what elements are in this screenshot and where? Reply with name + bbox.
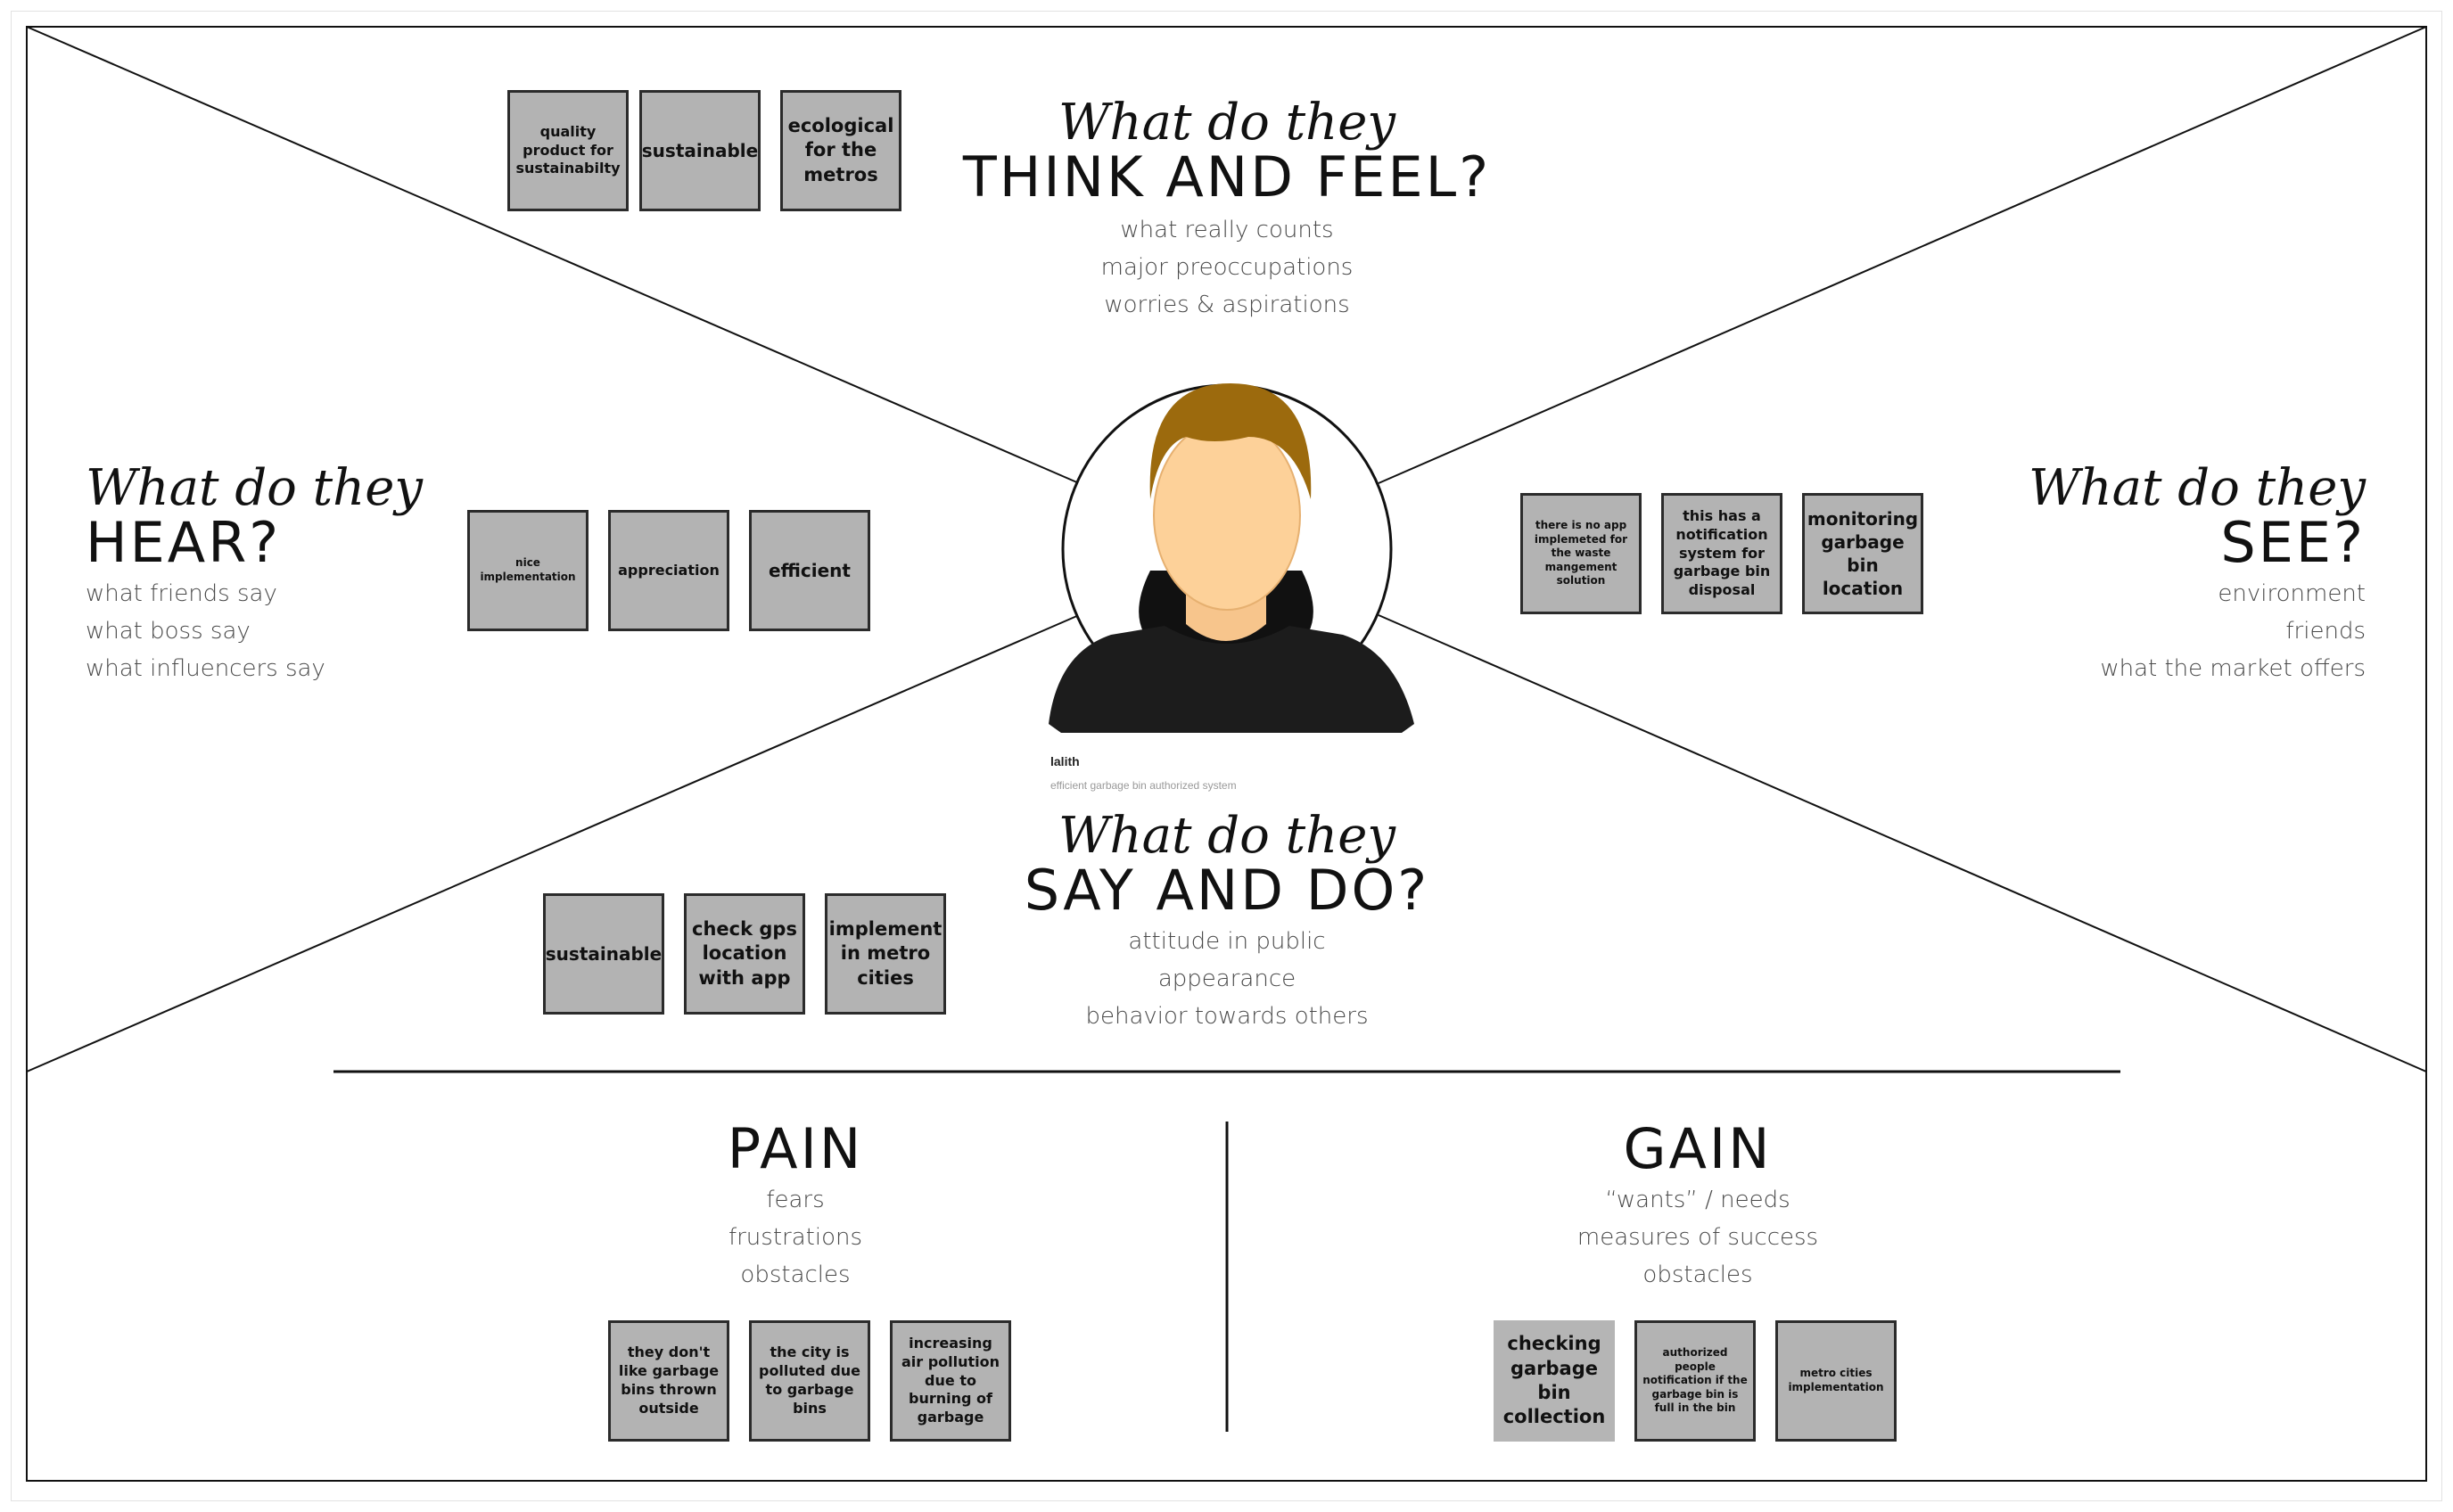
gain-line-3: obstacles bbox=[1642, 1261, 1753, 1289]
see-script: What do they bbox=[2028, 459, 2366, 517]
sticky-note[interactable]: implement in metro cities bbox=[825, 893, 946, 1015]
face-shape bbox=[1153, 420, 1301, 611]
see-section: What do they SEE? environment friends wh… bbox=[2009, 464, 2366, 687]
pain-line-1: fears bbox=[766, 1187, 825, 1214]
persona-name: lalith bbox=[1050, 754, 1080, 768]
sticky-note[interactable]: appreciation bbox=[608, 510, 729, 631]
diagonal-top-right bbox=[1378, 26, 2427, 484]
hear-line-3: what influencers say bbox=[86, 655, 325, 683]
sticky-note[interactable]: quality product for sustainabilty bbox=[507, 90, 629, 211]
shirt-shape bbox=[1049, 626, 1414, 733]
say-do-line-2: appearance bbox=[1157, 966, 1296, 993]
persona-description: efficient garbage bin authorized system bbox=[1050, 779, 1237, 792]
say-do-section: What do they SAY AND DO? attitude in pub… bbox=[959, 811, 1494, 1035]
sticky-note[interactable]: nice implementation bbox=[467, 510, 589, 631]
hear-line-1: what friends say bbox=[86, 580, 277, 608]
diagonal-top-left bbox=[26, 26, 1080, 484]
hair-shape bbox=[1149, 383, 1312, 499]
think-feel-line-3: worries & aspirations bbox=[1104, 292, 1350, 319]
sticky-note[interactable]: monitoring garbage bin location bbox=[1802, 493, 1923, 614]
see-line-1: environment bbox=[2218, 580, 2366, 608]
sticky-note[interactable]: there is no app implemeted for the waste… bbox=[1520, 493, 1642, 614]
sticky-note[interactable]: efficient bbox=[749, 510, 870, 631]
think-feel-line-2: major preoccupations bbox=[1100, 254, 1354, 282]
say-do-script: What do they bbox=[1058, 807, 1396, 865]
sticky-note[interactable]: checking garbage bin collection bbox=[1494, 1320, 1615, 1442]
diagonal-bottom-right bbox=[1378, 614, 2427, 1072]
say-do-line-1: attitude in public bbox=[1128, 928, 1326, 956]
sticky-note[interactable]: sustainable bbox=[639, 90, 761, 211]
gain-line-2: measures of success bbox=[1576, 1224, 1819, 1252]
think-feel-section: What do they THINK AND FEEL? what really… bbox=[959, 98, 1494, 324]
sticky-note[interactable]: increasing air pollution due to burning … bbox=[890, 1320, 1011, 1442]
pain-section: PAIN fears frustrations obstacles bbox=[617, 1120, 974, 1294]
hear-heading: HEAR? bbox=[86, 510, 282, 575]
gain-section: GAIN “wants” / needs measures of success… bbox=[1519, 1120, 1876, 1294]
hear-section: What do they HEAR? what friends say what… bbox=[86, 464, 442, 687]
gain-heading: GAIN bbox=[1623, 1116, 1773, 1181]
see-heading: SEE? bbox=[2220, 510, 2366, 575]
sticky-note[interactable]: metro cities implementation bbox=[1775, 1320, 1897, 1442]
pain-line-2: frustrations bbox=[728, 1224, 863, 1252]
sticky-note[interactable]: the city is polluted due to garbage bins bbox=[749, 1320, 870, 1442]
sticky-note[interactable]: this has a notification system for garba… bbox=[1661, 493, 1782, 614]
diagonal-bottom-left bbox=[26, 614, 1080, 1072]
sticky-note[interactable]: check gps location with app bbox=[684, 893, 805, 1015]
gain-line-1: “wants” / needs bbox=[1605, 1187, 1790, 1214]
sticky-note[interactable]: they don't like garbage bins thrown outs… bbox=[608, 1320, 729, 1442]
sticky-note[interactable]: ecological for the metros bbox=[780, 90, 901, 211]
sticky-note[interactable]: authorized people notification if the ga… bbox=[1634, 1320, 1756, 1442]
hear-line-2: what boss say bbox=[86, 618, 251, 645]
inner-frame bbox=[26, 26, 2427, 1482]
pain-heading: PAIN bbox=[727, 1116, 864, 1181]
say-do-heading: SAY AND DO? bbox=[1024, 858, 1430, 923]
think-feel-heading: THINK AND FEEL? bbox=[962, 144, 1492, 210]
outer-frame bbox=[11, 11, 2442, 1501]
see-line-2: friends bbox=[2285, 618, 2366, 645]
pain-line-3: obstacles bbox=[740, 1261, 851, 1289]
persona-avatar bbox=[1049, 383, 1414, 733]
hear-script: What do they bbox=[86, 459, 424, 517]
think-feel-script: What do they bbox=[1058, 94, 1396, 152]
think-feel-line-1: what really counts bbox=[1120, 217, 1334, 244]
see-line-3: what the market offers bbox=[2100, 655, 2366, 683]
say-do-line-3: behavior towards others bbox=[1085, 1003, 1369, 1031]
sticky-note[interactable]: sustainable bbox=[543, 893, 664, 1015]
